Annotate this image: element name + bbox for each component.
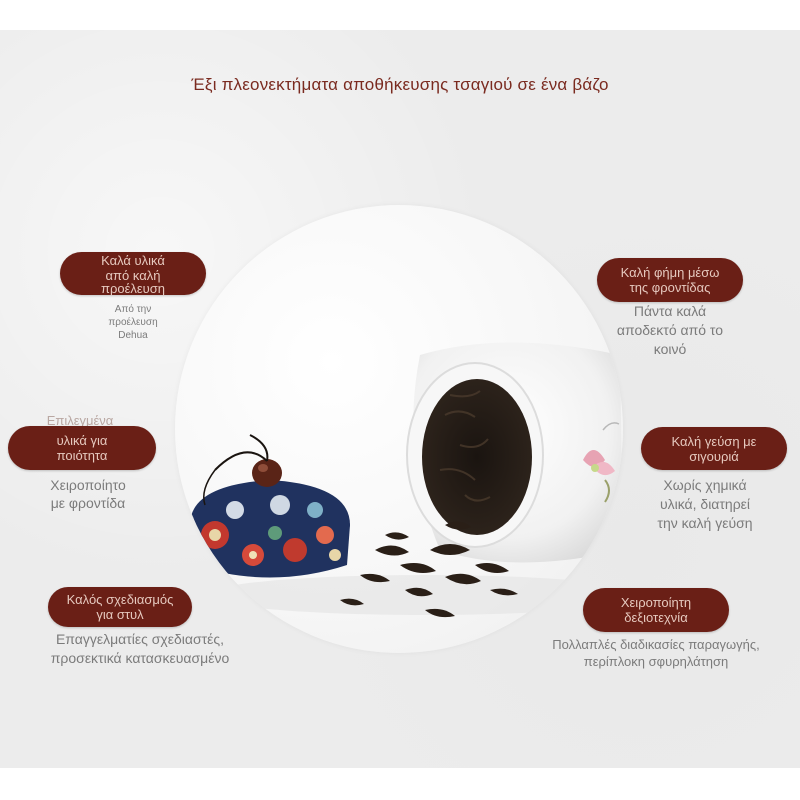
desc-line: προέλευση <box>108 317 158 328</box>
desc-line: Πάντα καλά <box>633 303 707 319</box>
desc-line: περίπλοκη σφυρηλάτηση <box>583 654 729 669</box>
feature-pill-handmade-craftsmanship: Χειροποίητη δεξιοτεχνία <box>583 588 729 632</box>
desc-line: Πολλαπλές διαδικασίες παραγωγής, <box>552 637 760 652</box>
pill-line: προέλευση <box>100 280 166 296</box>
feature-desc-selected-materials: Χειροποίητο με φροντίδα <box>28 476 148 512</box>
lotus-decoration <box>583 422 620 503</box>
desc-line: Χειροποίητο <box>50 477 126 493</box>
pill-line: Καλά υλικά <box>101 252 165 268</box>
desc-line: προσεκτικά κατασκευασμένο <box>50 650 230 666</box>
feature-pill-good-reputation: Καλή φήμη μέσω της φροντίδας <box>597 258 743 302</box>
feature-faded-text: Επιλεγμένα <box>46 413 114 428</box>
pill-line: δεξιοτεχνία <box>624 610 688 625</box>
desc-line: Χωρίς χημικά <box>663 477 747 493</box>
pill-line: για στυλ <box>96 607 144 622</box>
pill-line: Χειροποίητη <box>620 595 692 610</box>
desc-line: με φροντίδα <box>50 495 126 511</box>
feature-pill-good-taste: Καλή γεύση με σιγουριά <box>641 427 787 470</box>
feature-desc-good-taste: Χωρίς χημικά υλικά, διατηρεί την καλή γε… <box>620 476 790 533</box>
desc-line: Από την <box>114 304 152 315</box>
desc-line: την καλή γεύση <box>657 515 753 531</box>
desc-line: Επαγγελματίες σχεδιαστές, <box>55 631 225 647</box>
pill-line: Καλή γεύση με <box>671 433 757 449</box>
desc-line: υλικά, διατηρεί <box>659 496 751 512</box>
product-photo <box>175 205 623 653</box>
desc-line: Dehua <box>118 330 148 341</box>
pill-line: Καλός σχεδιασμός <box>66 592 174 607</box>
feature-pill-good-design: Καλός σχεδιασμός για στυλ <box>48 587 192 627</box>
pill-line: υλικά για <box>56 433 108 448</box>
pill-line: της φροντίδας <box>629 280 711 295</box>
feature-desc-good-reputation: Πάντα καλά αποδεκτό από το κοινό <box>593 302 747 359</box>
desc-line: κοινό <box>653 341 687 357</box>
feature-desc-good-materials: Από την προέλευση Dehua <box>73 303 193 342</box>
desc-line: αποδεκτό από το <box>616 322 724 338</box>
feature-desc-good-design: Επαγγελματίες σχεδιαστές, προσεκτικά κατ… <box>20 630 260 668</box>
fabric-lid <box>190 434 350 578</box>
tea-jar-illustration <box>190 342 623 618</box>
pill-line: από καλή <box>105 267 161 283</box>
page-title: Έξι πλεονεκτήματα αποθήκευσης τσαγιού σε… <box>191 75 609 94</box>
feature-desc-handmade-craftsmanship: Πολλαπλές διαδικασίες παραγωγής, περίπλο… <box>528 636 784 670</box>
pill-line: σιγουριά <box>689 448 739 464</box>
pill-line: ποιότητα <box>56 448 108 463</box>
feature-pill-selected-materials: υλικά για ποιότητα <box>8 426 156 470</box>
pill-line: Καλή φήμη μέσω <box>620 265 720 280</box>
feature-pill-good-materials: Καλά υλικά από καλή προέλευση <box>60 252 206 295</box>
